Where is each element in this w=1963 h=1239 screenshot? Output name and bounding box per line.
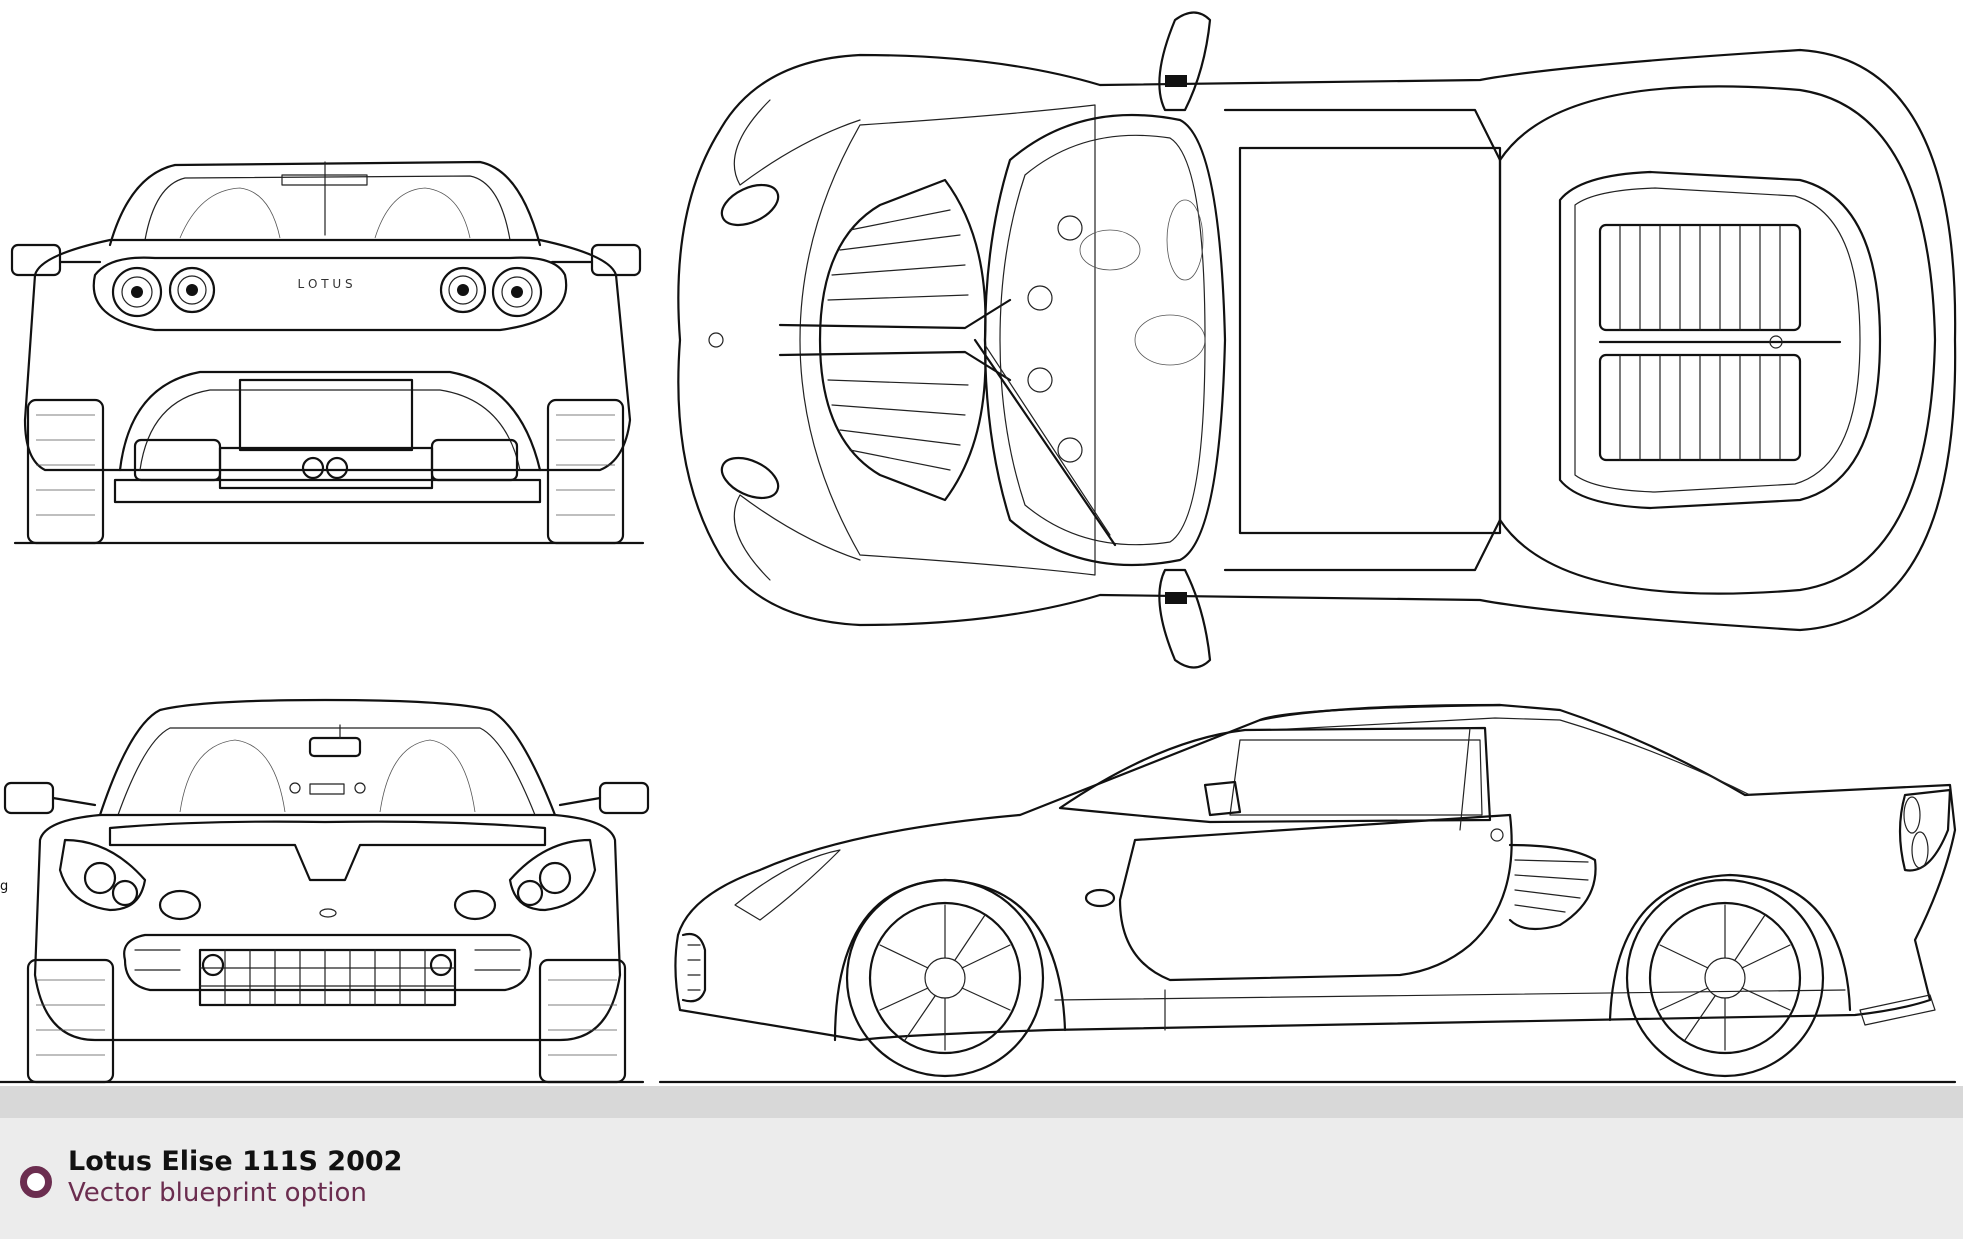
- top-view: [677, 11, 1957, 669]
- footer-bar: [0, 1118, 1963, 1239]
- front-view: g: [0, 698, 650, 1084]
- footer-divider: [0, 1086, 1963, 1118]
- blueprint-drawing: L O T U S: [0, 11, 1957, 1084]
- rear-view: L O T U S: [10, 160, 645, 545]
- rear-badge: L O T U S: [297, 277, 352, 291]
- model-title: Lotus Elise 111S 2002: [68, 1146, 403, 1177]
- radio-circle-icon[interactable]: [20, 1166, 52, 1198]
- side-view: [658, 703, 1957, 1084]
- model-subtitle[interactable]: Vector blueprint option: [68, 1178, 367, 1208]
- scale-mark: g: [0, 879, 8, 894]
